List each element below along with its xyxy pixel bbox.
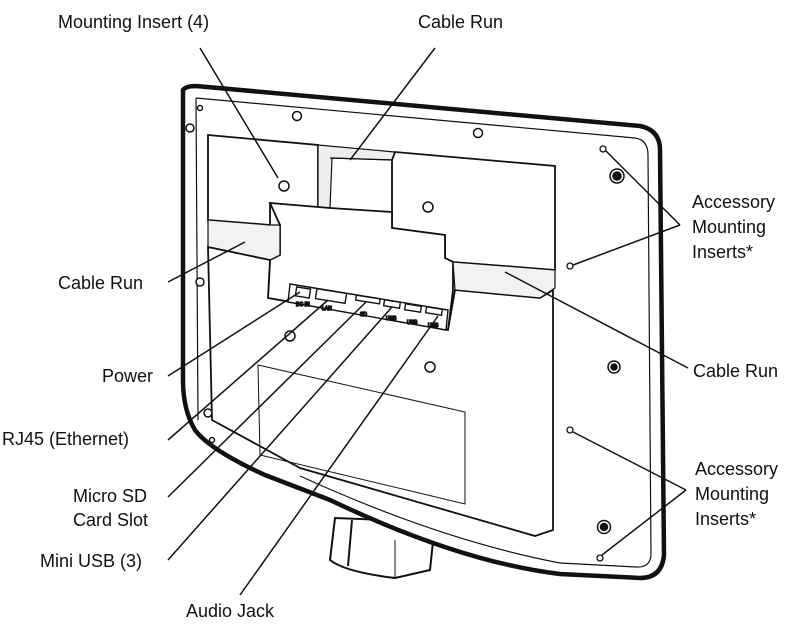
label-rj45: RJ45 (Ethernet) bbox=[2, 429, 129, 449]
label-power: Power bbox=[102, 366, 153, 386]
port-mark-lan: LAN bbox=[322, 306, 332, 312]
label-cable-run-top: Cable Run bbox=[418, 12, 503, 32]
accessory-insert-1 bbox=[599, 145, 607, 153]
mini-usb-port-2 bbox=[403, 302, 423, 314]
label-mini-usb: Mini USB (3) bbox=[40, 551, 142, 571]
mounting-insert-1 bbox=[278, 180, 290, 192]
label-mounting-insert: Mounting Insert (4) bbox=[58, 12, 209, 32]
bezel-screws bbox=[185, 104, 625, 535]
accessory-insert-3 bbox=[566, 426, 574, 434]
label-accessory-top-line2: Mounting bbox=[692, 217, 766, 237]
micro-sd-slot bbox=[354, 294, 381, 305]
label-accessory-bottom-line3: Inserts* bbox=[695, 509, 756, 529]
label-micro-sd-line1: Micro SD bbox=[73, 486, 147, 506]
accessory-inserts bbox=[566, 145, 607, 562]
port-mark-sd: SD bbox=[360, 312, 367, 318]
mounting-insert-4 bbox=[424, 361, 436, 373]
port-strip: DC IN LAN SD USB USB USB bbox=[287, 283, 449, 331]
mounting-insert-3 bbox=[284, 330, 296, 342]
label-audio-jack: Audio Jack bbox=[186, 601, 275, 621]
port-mark-usb-1: USB bbox=[386, 316, 397, 322]
accessory-insert-2 bbox=[566, 262, 574, 270]
label-accessory-top-line3: Inserts* bbox=[692, 242, 753, 262]
port-mark-power: DC IN bbox=[296, 302, 310, 308]
port-mark-usb-3: USB bbox=[428, 323, 439, 329]
callout-labels: Mounting Insert (4) Cable Run Cable Run … bbox=[2, 12, 778, 621]
rear-panel bbox=[207, 134, 556, 537]
label-micro-sd-line2: Card Slot bbox=[73, 510, 148, 530]
label-cable-run-right: Cable Run bbox=[693, 361, 778, 381]
mounting-inserts bbox=[278, 180, 436, 373]
label-accessory-top-line1: Accessory bbox=[692, 192, 775, 212]
port-mark-usb-2: USB bbox=[407, 320, 418, 326]
label-cable-run-left: Cable Run bbox=[58, 273, 143, 293]
mounting-insert-2 bbox=[422, 201, 434, 213]
label-accessory-bottom-line2: Mounting bbox=[695, 484, 769, 504]
label-accessory-bottom-line1: Accessory bbox=[695, 459, 778, 479]
accessory-insert-4 bbox=[596, 554, 604, 562]
rj45-port bbox=[314, 287, 348, 305]
mini-usb-port-3 bbox=[424, 305, 444, 317]
power-port bbox=[294, 286, 312, 299]
leader-lines bbox=[167, 47, 689, 596]
